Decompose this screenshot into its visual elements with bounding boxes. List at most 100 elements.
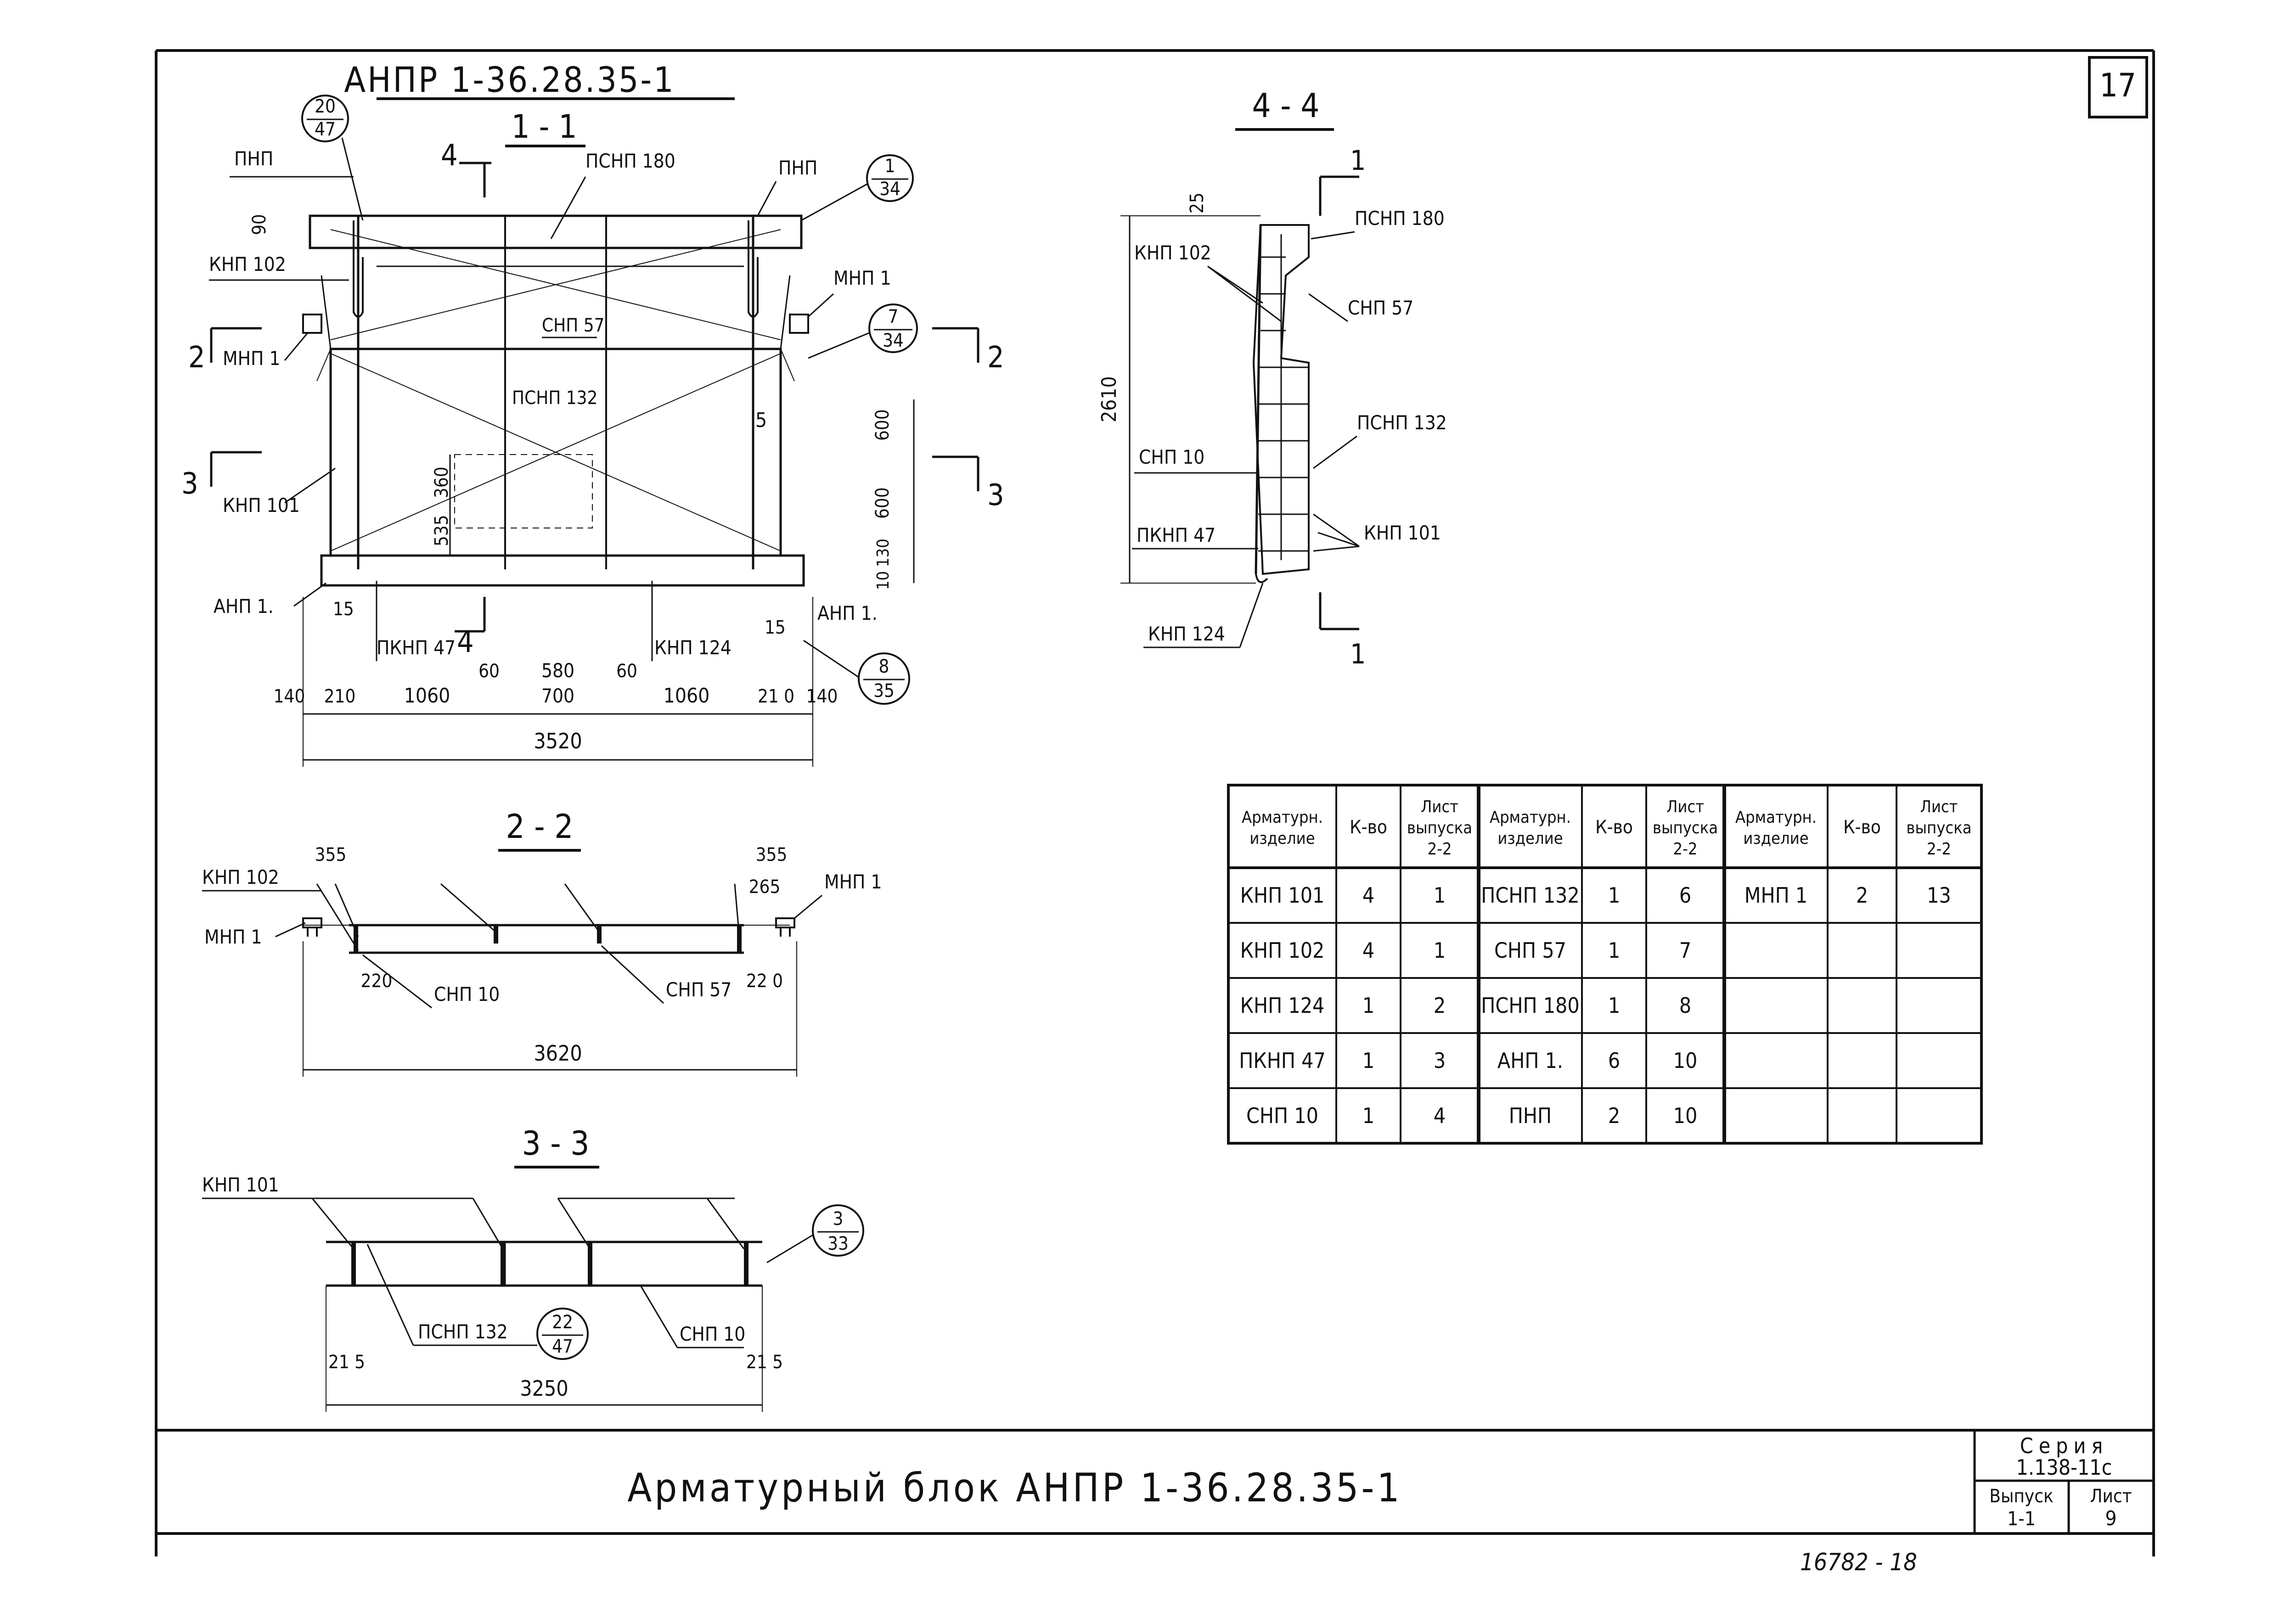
table-header-cell: изделие xyxy=(1497,829,1563,848)
label-knp124: КНП 124 xyxy=(654,636,732,659)
label-knp102: КНП 102 xyxy=(209,253,286,275)
svg-text:3: 3 xyxy=(833,1208,844,1230)
table-cell: 6 xyxy=(1608,1048,1620,1073)
callout-3-33: 3 33 xyxy=(766,1204,864,1264)
dim-90: 90 xyxy=(249,214,270,235)
dim-215-right: 21 5 xyxy=(746,1352,783,1373)
table-cell: 13 xyxy=(1927,883,1951,908)
drawing-title: АНПР 1-36.28.35-1 xyxy=(344,59,675,100)
section-title-4-4: 4 - 4 xyxy=(1252,86,1320,125)
dim-3250: 3250 xyxy=(520,1376,568,1401)
dim-3620: 3620 xyxy=(534,1041,582,1066)
dim-140-right: 140 xyxy=(806,686,838,707)
svg-text:22: 22 xyxy=(552,1312,573,1333)
table-cell: 1 xyxy=(1434,883,1446,908)
dim-215-left: 21 5 xyxy=(328,1352,365,1373)
dim-140-left: 140 xyxy=(274,686,305,707)
section-3-3: 3 - 3 КНП 101 3 33 22 47 xyxy=(202,1124,864,1412)
table-cell: КНП 124 xyxy=(1240,993,1325,1018)
table-cell: 2 xyxy=(1608,1103,1620,1128)
table-header-cell: Лист xyxy=(1920,798,1958,816)
table-header-cell: К-во xyxy=(1350,817,1387,838)
label-snp57-44: СНП 57 xyxy=(1348,297,1413,319)
label-anp1-left: АНП 1. xyxy=(214,595,274,618)
label-5: 5 xyxy=(755,409,767,432)
table-header-cell: 2-2 xyxy=(1428,840,1452,859)
dim-355-right: 355 xyxy=(756,844,788,865)
section-1-1: 1 - 1 4 xyxy=(181,95,1004,767)
table-cell: 10 xyxy=(1673,1103,1698,1128)
table-cell: 3 xyxy=(1434,1048,1446,1073)
section-marker-3-right: 3 xyxy=(932,455,1004,512)
dim-700: 700 xyxy=(541,685,574,707)
table-cell: 1 xyxy=(1434,938,1446,963)
table-cell: 1 xyxy=(1608,883,1620,908)
label-snp10-22: СНП 10 xyxy=(434,983,500,1006)
svg-text:2: 2 xyxy=(987,341,1004,375)
section-title-2-2: 2 - 2 xyxy=(506,807,574,846)
table-header-cell: Лист xyxy=(1666,798,1704,816)
dim-210-left: 210 xyxy=(324,686,356,707)
table-header-cell: изделие xyxy=(1743,829,1808,848)
table-header-cell: Лист xyxy=(1421,798,1458,816)
label-mnp1-22-left: МНП 1 xyxy=(204,926,262,948)
table-cell: 4 xyxy=(1362,883,1374,908)
table-cell: ПНП xyxy=(1509,1103,1552,1128)
section-marker-4-top: 4 xyxy=(441,139,491,197)
table-header-cell: К-во xyxy=(1843,817,1881,838)
section-marker-2-left: 2 xyxy=(188,327,262,375)
table-header-cell: изделие xyxy=(1249,829,1315,848)
dim-25: 25 xyxy=(1187,192,1208,213)
svg-text:7: 7 xyxy=(888,306,899,327)
dim-220-right: 22 0 xyxy=(746,971,783,992)
svg-text:47: 47 xyxy=(552,1336,573,1357)
table-cell: КНП 101 xyxy=(1240,883,1325,908)
label-knp101: КНП 101 xyxy=(223,494,300,517)
table-cell: 1 xyxy=(1362,1103,1374,1128)
table-cell: 8 xyxy=(1679,993,1691,1018)
svg-text:4: 4 xyxy=(457,625,474,659)
dim-10: 10 xyxy=(874,571,893,590)
specification-table: Арматурн. изделие К-во Лист выпуска 2-2 Армату… xyxy=(1227,784,1983,1145)
section-marker-1-top: 1 xyxy=(1319,145,1366,216)
dim-600b: 600 xyxy=(872,487,893,519)
label-psnp132-33: ПСНП 132 xyxy=(418,1320,508,1343)
svg-text:34: 34 xyxy=(883,330,904,351)
table-header-cell: 2-2 xyxy=(1673,840,1698,859)
label-psnp180: ПСНП 180 xyxy=(585,150,675,172)
label-pnp-right: ПНП xyxy=(778,157,817,179)
label-pknp47: ПКНП 47 xyxy=(377,636,456,659)
table-header-cell: выпуска xyxy=(1906,819,1971,837)
table-cell: 1 xyxy=(1362,1048,1374,1073)
table-cell: АНП 1. xyxy=(1497,1048,1563,1073)
issue-value: 1-1 xyxy=(2007,1507,2036,1530)
table-header-cell: выпуска xyxy=(1407,819,1472,837)
label-knp102-44: КНП 102 xyxy=(1134,242,1211,264)
table-cell: 7 xyxy=(1679,938,1691,963)
table-cell: 1 xyxy=(1362,993,1374,1018)
label-snp10-44: СНП 10 xyxy=(1139,446,1204,468)
label-mnp1-22-right: МНП 1 xyxy=(824,871,882,893)
sheet-label: Лист xyxy=(2090,1486,2132,1507)
label-psnp180-44: ПСНП 180 xyxy=(1355,207,1445,230)
section-marker-1-bottom: 1 xyxy=(1319,592,1366,670)
dim-130: 130 xyxy=(874,539,893,567)
table-header-cell: Арматурн. xyxy=(1242,808,1323,827)
table-header-cell: Арматурн. xyxy=(1735,808,1817,827)
dim-265: 265 xyxy=(749,876,781,898)
svg-text:33: 33 xyxy=(827,1233,849,1254)
table-header-cell: выпуска xyxy=(1653,819,1718,837)
label-psnp132-44: ПСНП 132 xyxy=(1357,411,1447,434)
table-cell: 10 xyxy=(1673,1048,1698,1073)
table-cell: ПСНП 132 xyxy=(1481,883,1579,908)
dim-60-right: 60 xyxy=(616,661,637,682)
callout-22-47: 22 47 xyxy=(536,1308,589,1360)
table-cell: 2 xyxy=(1434,993,1446,1018)
svg-text:1: 1 xyxy=(1350,638,1366,670)
table-header-cell: К-во xyxy=(1595,817,1633,838)
label-knp101-44: КНП 101 xyxy=(1364,522,1441,544)
dim-360: 360 xyxy=(431,466,452,498)
label-knp102-22: КНП 102 xyxy=(202,866,279,888)
